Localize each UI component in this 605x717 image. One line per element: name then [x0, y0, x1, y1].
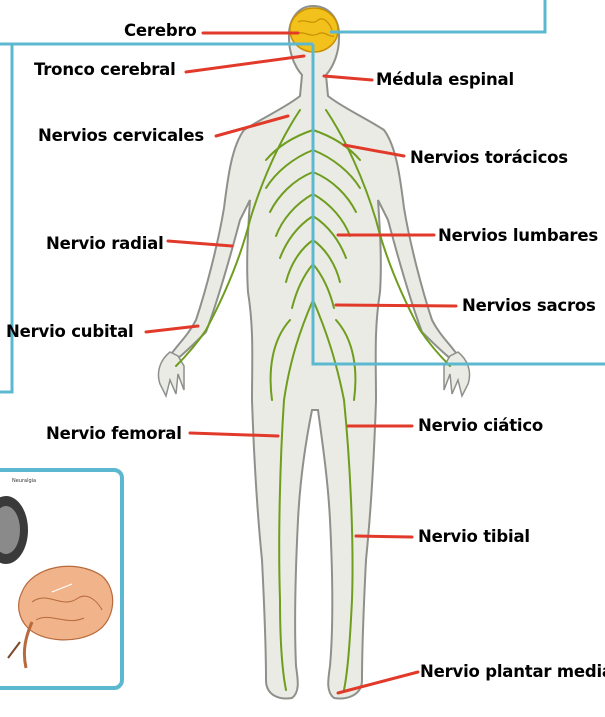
right-hand	[444, 352, 470, 396]
label-tibial: Nervio tibial	[418, 527, 530, 546]
label-radial: Nervio radial	[46, 234, 164, 253]
pointer-brainstem	[186, 56, 304, 72]
label-thoracic: Nervios torácicos	[410, 148, 568, 167]
label-lumbar: Nervios lumbares	[438, 226, 598, 245]
label-cervical: Nervios cervicales	[38, 126, 204, 145]
inset-thumbnail[interactable]: Neuralgia	[0, 468, 124, 690]
label-plantar: Nervio plantar medial	[420, 662, 605, 681]
left-hand	[158, 352, 184, 396]
brain-illustration	[0, 472, 120, 686]
label-brainstem: Tronco cerebral	[34, 60, 176, 79]
label-spinal-cord: Médula espinal	[376, 70, 514, 89]
label-ulnar: Nervio cubital	[6, 322, 134, 341]
label-sciatic: Nervio ciático	[418, 416, 543, 435]
label-brain: Cerebro	[124, 21, 197, 40]
pointer-sacral	[336, 305, 456, 306]
pointer-tibial	[356, 536, 412, 537]
pointer-spinal-cord	[324, 76, 372, 80]
label-femoral: Nervio femoral	[46, 424, 182, 443]
label-sacral: Nervios sacros	[462, 296, 596, 315]
